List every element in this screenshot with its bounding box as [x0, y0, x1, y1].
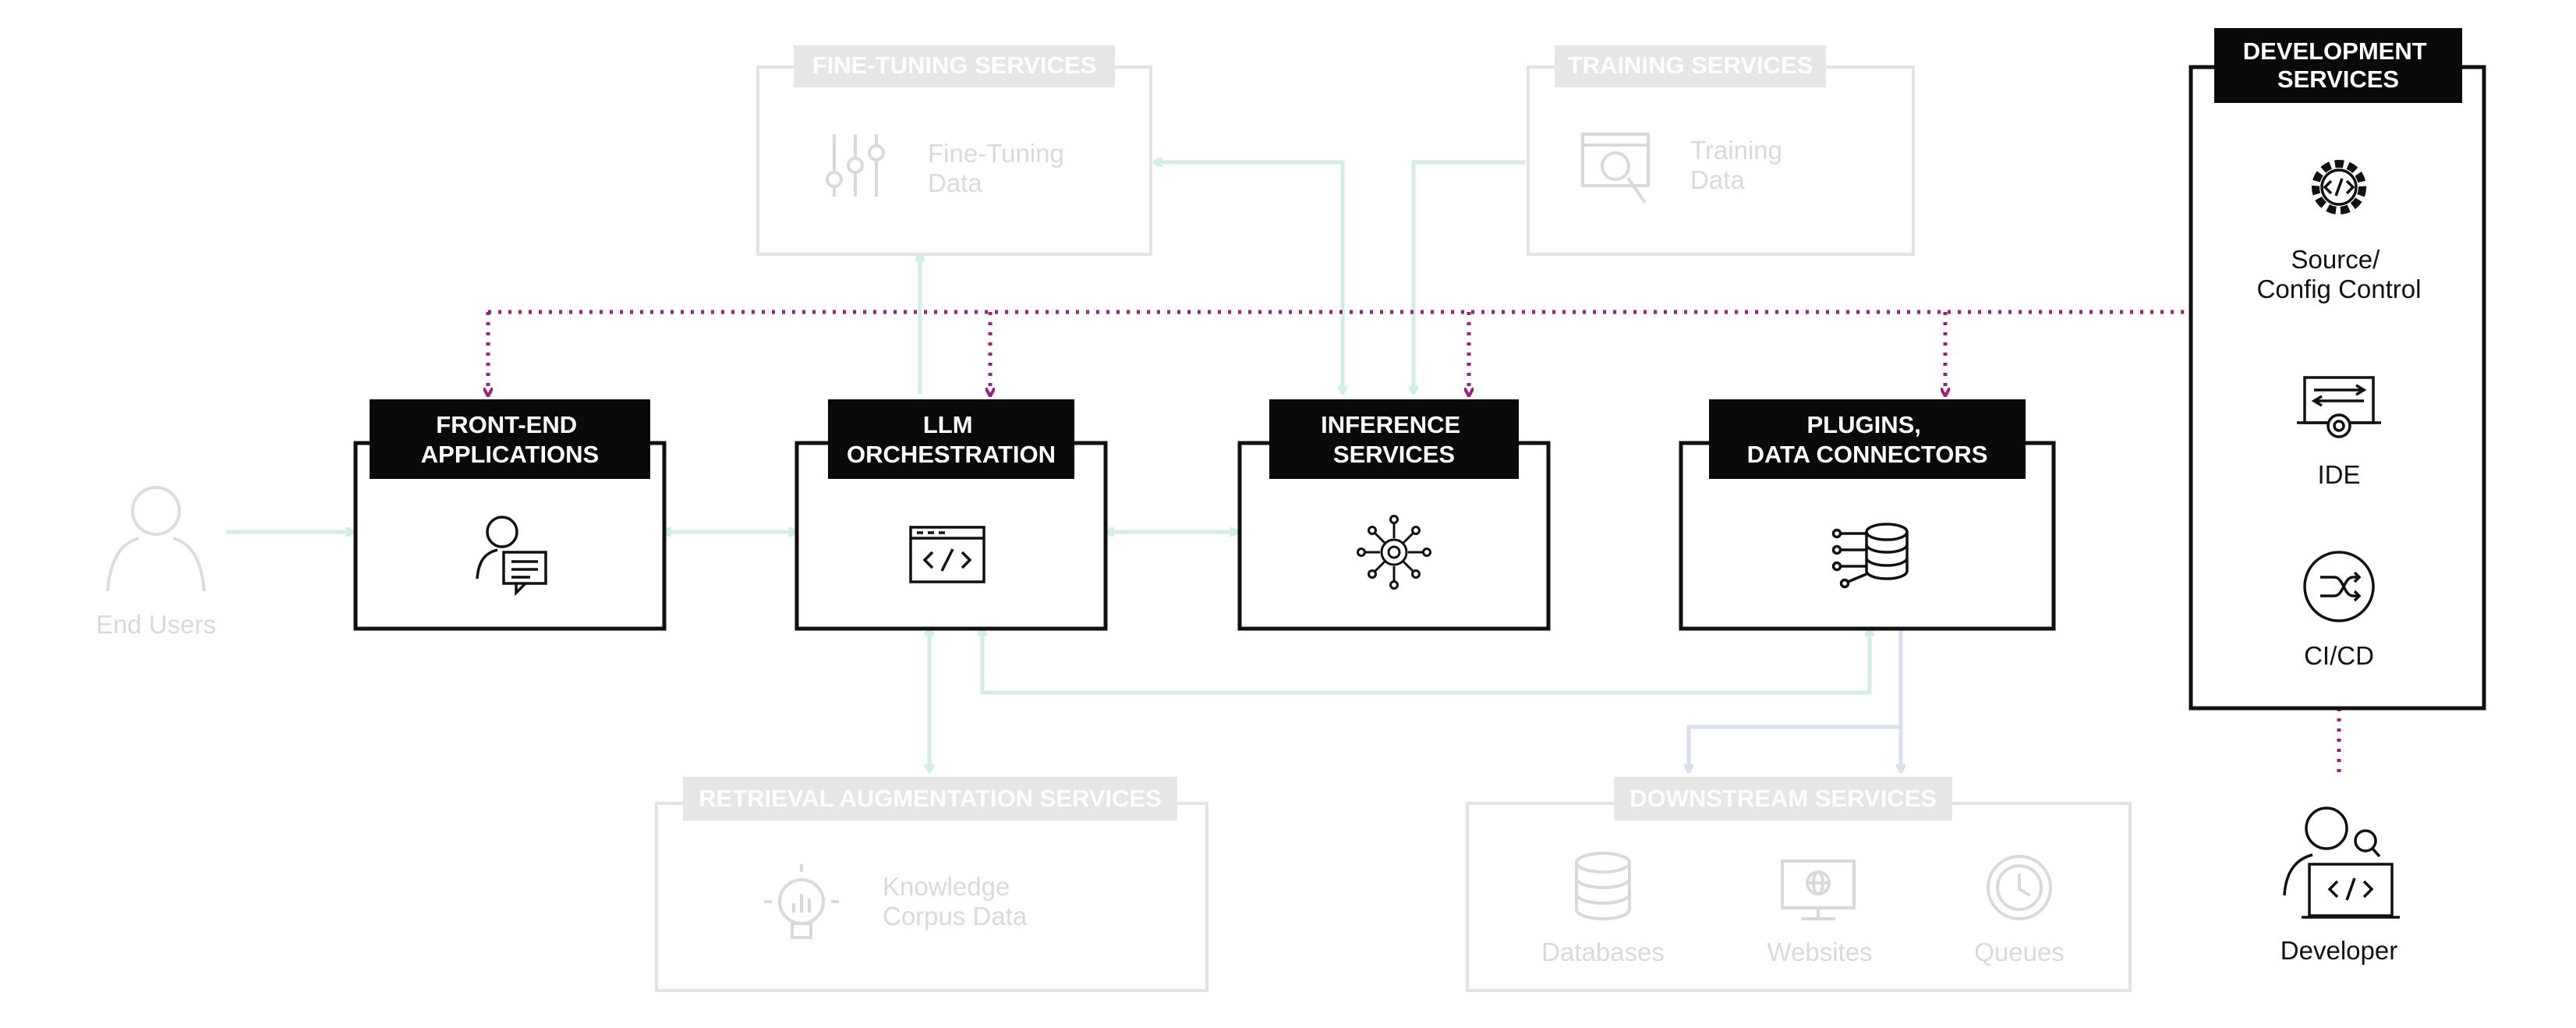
teal-connectors	[226, 162, 1870, 772]
downstream-item-websites: Websites	[1767, 938, 1872, 966]
database-connector-icon	[1831, 523, 1909, 589]
dev-dotted-connectors	[488, 310, 2341, 772]
training-to-inference-arrow	[1414, 160, 1525, 394]
development-services: DEVELOPMENT SERVICES Source/ Config Cont…	[2189, 28, 2486, 711]
ai-chip-network-icon	[1357, 515, 1431, 590]
downstream-services: DOWNSTREAM SERVICES Databases Websites Q…	[1466, 777, 2132, 992]
svg-text:INFERENCE SERVICES: INFERENCE SERVICES	[1321, 411, 1467, 468]
web-search-icon	[1581, 133, 1650, 204]
frontend-title-line2: APPLICATIONS	[421, 441, 600, 468]
llm-title-line2: ORCHESTRATION	[847, 441, 1056, 468]
user-icon	[106, 486, 206, 592]
rag-item-line1: Knowledge	[883, 872, 1010, 901]
frontend-title-line1: FRONT-END	[436, 411, 577, 438]
svg-text:LLM ORCHESTRATION: LLM ORCHESTRATION	[847, 411, 1056, 468]
plugins-title-line1: PLUGINS,	[1806, 411, 1920, 438]
dev-item-source-line1: Source/	[2291, 245, 2381, 274]
dev-item-source-line2: Config Control	[2257, 275, 2422, 303]
dev-title-line2: SERVICES	[2277, 66, 2399, 93]
user-chat-icon	[476, 516, 547, 597]
finetuning-data-line1: Fine-Tuning	[928, 139, 1064, 168]
lavender-connectors	[1689, 628, 1901, 772]
lightbulb-chart-icon	[764, 864, 839, 939]
gear-code-icon	[2312, 160, 2366, 214]
dev-item-ide: IDE	[2317, 460, 2360, 489]
llm-orchestration: LLM ORCHESTRATION	[794, 399, 1108, 631]
end-users: End Users	[96, 486, 216, 639]
dev-title-line1: DEVELOPMENT	[2243, 37, 2427, 65]
inference-title-line1: INFERENCE	[1321, 411, 1460, 438]
code-window-icon	[909, 526, 985, 583]
finetuning-services-label: FINE-TUNING SERVICES	[812, 51, 1097, 79]
training-data-line2: Data	[1690, 165, 1745, 194]
training-data-line1: Training	[1690, 136, 1782, 165]
finetuning-data-line2: Data	[928, 168, 982, 197]
developer-laptop-icon	[2283, 806, 2400, 919]
training-services-label: TRAINING SERVICES	[1568, 51, 1813, 79]
rag-item-line2: Corpus Data	[883, 902, 1028, 931]
llm-plugins-arrow	[982, 628, 1870, 695]
developer-label: Developer	[2281, 936, 2397, 965]
inference-finetuning-arrow	[1154, 162, 1343, 394]
downstream-item-databases: Databases	[1541, 938, 1665, 966]
clock-cycle-icon	[1987, 855, 2052, 920]
end-users-label: End Users	[96, 610, 216, 639]
downstream-services-label: DOWNSTREAM SERVICES	[1629, 785, 1937, 812]
downstream-item-queues: Queues	[1974, 938, 2065, 966]
retrieval-augmentation-services: RETRIEVAL AUGMENTATION SERVICES Knowledg…	[655, 777, 1208, 992]
sliders-icon	[826, 134, 885, 197]
llm-title-line1: LLM	[923, 411, 973, 438]
rag-services-label: RETRIEVAL AUGMENTATION SERVICES	[699, 785, 1162, 812]
plugins-title-line2: DATA CONNECTORS	[1747, 441, 1988, 468]
inference-services: INFERENCE SERVICES	[1237, 399, 1551, 631]
monitor-globe-icon	[1781, 860, 1856, 920]
database-icon	[1575, 852, 1631, 920]
svg-text:DEVELOPMENT SERVICES: DEVELOPMENT SERVICES	[2243, 37, 2434, 93]
frontend-applications: FRONT-END APPLICATIONS	[353, 399, 667, 631]
laptop-gear-icon	[2297, 376, 2381, 438]
svg-text:PLUGINS, DATA CONNECTORS: PLUGINS, DATA CONNECTORS	[1747, 411, 1988, 468]
svg-text:Source/ Config Control: Source/ Config Control	[2257, 245, 2422, 303]
inference-title-line2: SERVICES	[1333, 441, 1455, 468]
developer: Developer	[2281, 806, 2400, 965]
svg-text:FRONT-END APPLICATIONS: FRONT-END APPLICATIONS	[421, 411, 600, 468]
dev-item-cicd: CI/CD	[2304, 641, 2374, 670]
cicd-loop-icon	[2303, 551, 2375, 622]
plugins-data-connectors: PLUGINS, DATA CONNECTORS	[1679, 399, 2056, 631]
